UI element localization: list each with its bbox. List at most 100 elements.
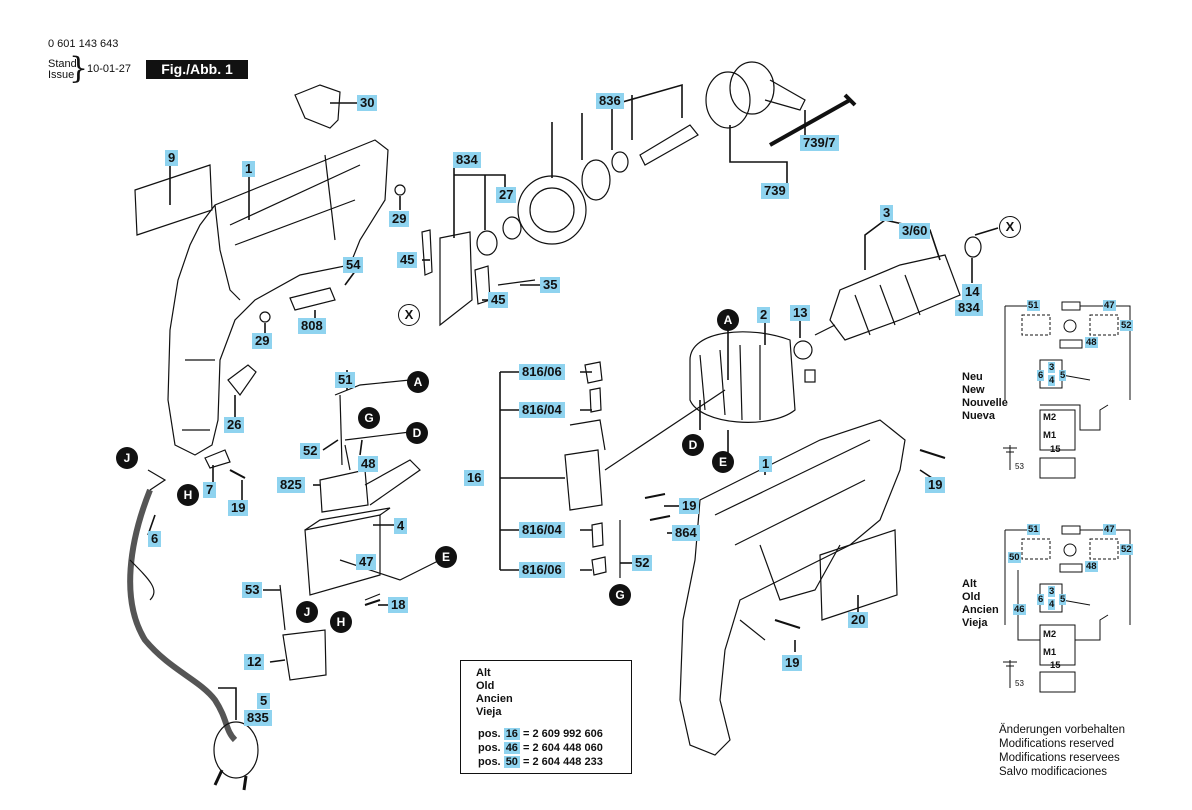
label-9: 9 <box>165 150 179 166</box>
connector-g-switch: G <box>358 407 380 429</box>
housing-right-half <box>679 419 906 756</box>
label-13: 13 <box>790 305 811 321</box>
modifications-reserved: Änderungen vorbehalten Modifications res… <box>999 724 1125 778</box>
label-1-right: 1 <box>759 456 773 472</box>
label-19-left: 19 <box>228 500 249 516</box>
note-row-50: pos. 50 = 2 604 448 233 <box>478 756 603 768</box>
label-20: 20 <box>848 612 869 628</box>
label-26: 26 <box>224 417 245 433</box>
stator <box>689 331 796 423</box>
label-739: 739 <box>761 183 789 199</box>
label-1-left: 1 <box>242 161 256 177</box>
connector-x-right: X <box>999 216 1021 238</box>
label-825: 825 <box>277 477 305 493</box>
label-5: 5 <box>257 693 271 709</box>
wire-old-51: 51 <box>1027 524 1040 535</box>
connector-x-left: X <box>398 304 420 326</box>
wire-old-50: 50 <box>1008 552 1021 563</box>
label-45-bottom: 45 <box>488 292 509 308</box>
wire-new-m2: M2 <box>1043 412 1057 423</box>
connector-j-switch: J <box>296 601 318 623</box>
label-54: 54 <box>343 257 364 273</box>
connector-d-switch: D <box>406 422 428 444</box>
label-834-right: 834 <box>955 300 983 316</box>
wire-old-m2: M2 <box>1043 629 1057 640</box>
connector-e-stator: E <box>712 451 734 473</box>
wire-new-5: 5 <box>1059 370 1067 381</box>
brace-glyph: } <box>69 51 89 86</box>
label-816-04-bottom: 816/04 <box>519 522 565 538</box>
label-52-left: 52 <box>300 443 321 459</box>
label-808: 808 <box>298 318 326 334</box>
figure-title: Fig./Abb. 1 <box>146 60 248 79</box>
wire-old-6: 6 <box>1037 594 1045 605</box>
label-19-right: 19 <box>925 477 946 493</box>
label-plate <box>134 164 213 236</box>
label-16: 16 <box>464 470 485 486</box>
label-19-brush: 19 <box>679 498 700 514</box>
issue-label: Issue <box>48 69 75 81</box>
connector-g-brush: G <box>609 584 631 606</box>
wire-new-48: 48 <box>1085 337 1098 348</box>
connector-h-cord: H <box>177 484 199 506</box>
wire-new-51: 51 <box>1027 300 1040 311</box>
label-30: 30 <box>357 95 378 111</box>
power-cord <box>127 488 238 743</box>
wire-new-m1: M1 <box>1043 430 1057 441</box>
wire-new-6: 6 <box>1037 370 1045 381</box>
label-12: 12 <box>244 654 265 670</box>
connector-j-cord: J <box>116 447 138 469</box>
wire-old-46: 46 <box>1013 604 1026 615</box>
label-53: 53 <box>242 582 263 598</box>
wire-old-m1: M1 <box>1043 647 1057 658</box>
wire-old-52: 52 <box>1120 544 1133 555</box>
label-29-bottom: 29 <box>252 333 273 349</box>
wire-old-5: 5 <box>1059 594 1067 605</box>
housing-left-half <box>167 139 389 456</box>
label-834-bracket: 834 <box>453 152 481 168</box>
label-816-04-top: 816/04 <box>519 402 565 418</box>
wire-old-15: 15 <box>1050 660 1061 671</box>
label-864: 864 <box>672 525 700 541</box>
note-row-16: pos. 16 = 2 609 992 606 <box>478 728 603 740</box>
label-19-bottom: 19 <box>782 655 803 671</box>
wire-old-4: 4 <box>1048 599 1056 610</box>
connector-h-switch: H <box>330 611 352 633</box>
wire-new-52: 52 <box>1120 320 1133 331</box>
label-2: 2 <box>757 307 771 323</box>
label-29-top: 29 <box>389 211 410 227</box>
cover-30 <box>294 84 341 129</box>
label-35: 35 <box>540 277 561 293</box>
label-816-06-top: 816/06 <box>519 364 565 380</box>
issue-date: 10-01-27 <box>87 63 132 75</box>
label-18: 18 <box>388 597 409 613</box>
wire-old-3: 3 <box>1048 586 1056 597</box>
label-739-7: 739/7 <box>800 135 839 151</box>
wire-new-4: 4 <box>1048 375 1056 386</box>
label-27: 27 <box>496 187 517 203</box>
label-14: 14 <box>962 284 983 300</box>
wire-old-47: 47 <box>1103 524 1116 535</box>
label-816-06-bottom: 816/06 <box>519 562 565 578</box>
armature <box>829 254 961 341</box>
connector-a-stator: A <box>717 309 739 331</box>
label-835: 835 <box>244 710 272 726</box>
note-row-46: pos. 46 = 2 604 448 060 <box>478 742 603 754</box>
label-6: 6 <box>148 531 162 547</box>
label-3: 3 <box>880 205 894 221</box>
wire-new-15: 15 <box>1050 444 1061 455</box>
label-47: 47 <box>356 554 377 570</box>
wire-new-53: 53 <box>1015 462 1024 471</box>
wire-new-47: 47 <box>1103 300 1116 311</box>
label-45-top: 45 <box>397 252 418 268</box>
connector-a-switch: A <box>407 371 429 393</box>
label-51: 51 <box>335 372 356 388</box>
label-4: 4 <box>394 518 408 534</box>
label-48: 48 <box>358 456 379 472</box>
wire-new-3: 3 <box>1048 362 1056 373</box>
